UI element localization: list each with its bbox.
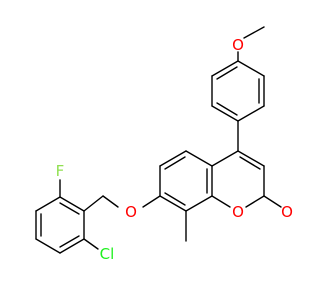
bond — [59, 202, 80, 215]
structure-canvas: O O O O F Cl — [35, 26, 293, 263]
bond — [211, 150, 239, 167]
carbonyl-oxygen-label: O — [281, 203, 293, 221]
bond — [239, 156, 261, 170]
halophenyl-ring — [35, 179, 99, 254]
bond — [185, 195, 213, 212]
methoxy-oxygen-label: O — [232, 36, 244, 54]
bond — [59, 235, 80, 248]
bond — [159, 195, 187, 212]
fluorine-label: F — [56, 162, 65, 180]
bond — [216, 102, 238, 116]
bond — [211, 60, 239, 77]
bond — [263, 195, 282, 208]
ring-oxygen-label: O — [232, 203, 244, 221]
bond — [243, 26, 265, 39]
methoxyphenyl-ring — [211, 60, 265, 122]
coumarin-core — [142, 120, 282, 242]
bond — [211, 105, 239, 122]
bond — [59, 196, 85, 212]
bond — [237, 60, 265, 77]
bond — [211, 195, 231, 208]
bond — [83, 238, 99, 250]
benzyl-linker — [83, 195, 119, 212]
bond — [159, 150, 187, 167]
chlorine-label: Cl — [100, 245, 115, 263]
bond — [59, 238, 85, 254]
bond — [142, 195, 161, 208]
bond — [185, 150, 213, 167]
bond — [83, 195, 104, 212]
bond — [245, 195, 265, 208]
bond — [216, 66, 238, 80]
bond — [102, 195, 119, 208]
ether-oxygen-label: O — [125, 203, 137, 221]
bond — [237, 105, 265, 122]
bond — [164, 156, 186, 170]
methoxy-group — [237, 26, 265, 62]
bond — [237, 150, 265, 167]
bond — [164, 192, 186, 206]
molecule-diagram: O O O O F Cl — [35, 26, 293, 263]
bond — [35, 196, 61, 212]
bond — [35, 238, 61, 254]
